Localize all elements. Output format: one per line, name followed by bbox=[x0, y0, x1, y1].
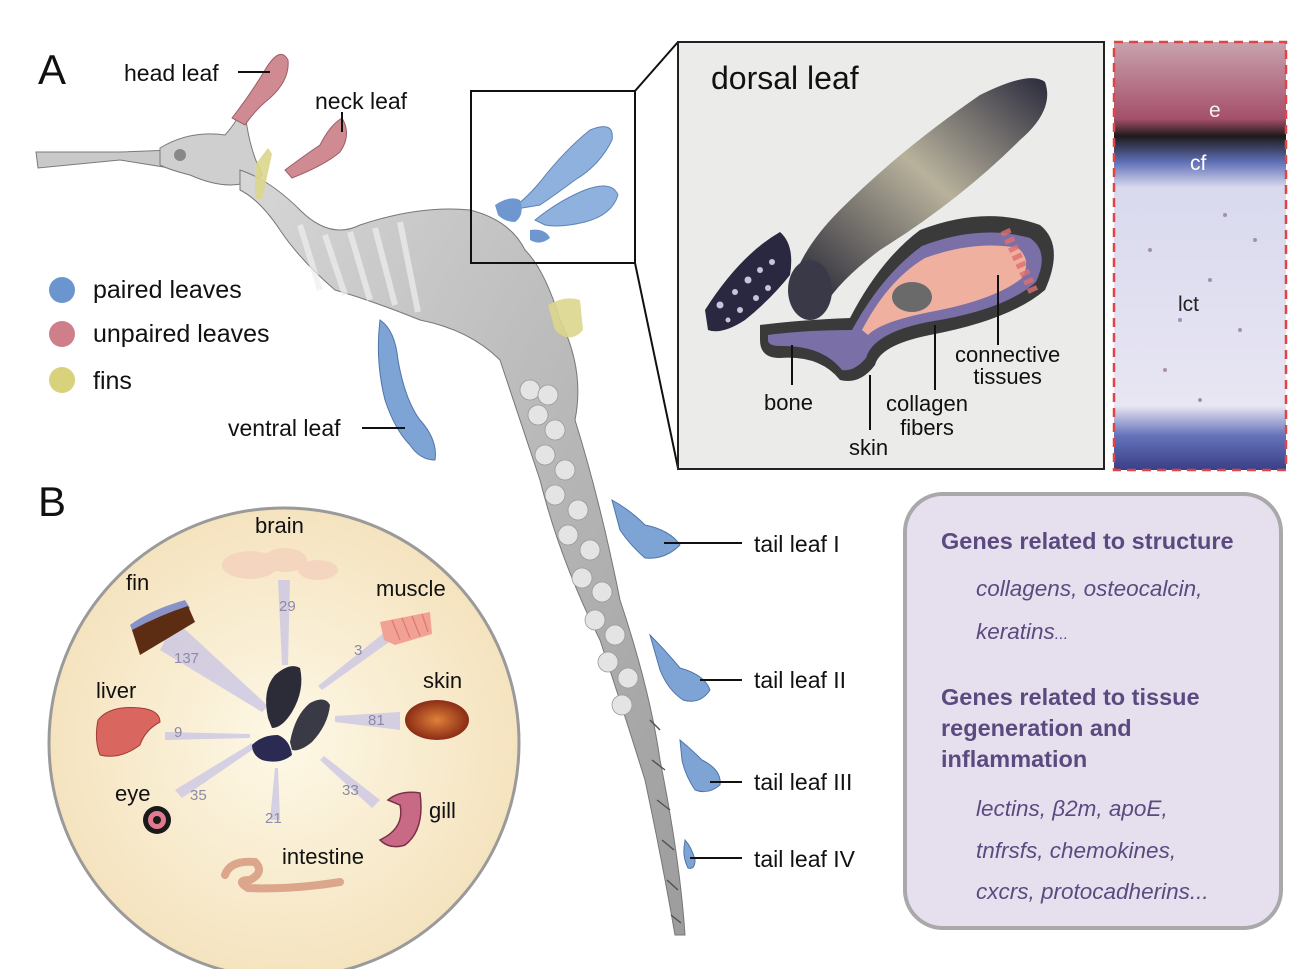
head-leaf-label: head leaf bbox=[124, 60, 219, 86]
legend-dots bbox=[49, 277, 75, 393]
legend-unpaired-leaves: unpaired leaves bbox=[93, 320, 270, 348]
muscle-label: muscle bbox=[376, 576, 446, 601]
skin-count: 81 bbox=[368, 712, 385, 729]
histology-e-label: e bbox=[1209, 99, 1221, 122]
bone-label: bone bbox=[764, 390, 813, 415]
connector-beams bbox=[160, 580, 400, 820]
histology-lct-label: lct bbox=[1178, 293, 1199, 316]
fin-count: 137 bbox=[174, 650, 200, 667]
gill-count: 33 bbox=[342, 782, 359, 799]
eye-count: 35 bbox=[190, 787, 207, 804]
structure-genes-line2: keratins... bbox=[976, 619, 1068, 645]
neck-leaf-label: neck leaf bbox=[315, 88, 408, 114]
collagen-word: collagen bbox=[886, 391, 968, 416]
liver-count: 9 bbox=[174, 724, 183, 741]
eye-drawing bbox=[143, 806, 171, 834]
muscle-drawing bbox=[380, 612, 432, 645]
dorsal-leaf-drawing bbox=[495, 126, 619, 243]
regen-genes-line1: lectins, β2m, apoE, bbox=[976, 796, 1168, 821]
tail-leaf-4-label: tail leaf IV bbox=[754, 846, 855, 872]
tail-leaf-2-label: tail leaf II bbox=[754, 667, 847, 693]
gill-drawing bbox=[378, 791, 422, 848]
brain-drawing bbox=[222, 548, 338, 580]
brain-label: brain bbox=[255, 513, 304, 538]
tissues-word: tissues bbox=[973, 364, 1042, 389]
skin-organ-label: skin bbox=[423, 668, 463, 693]
fin-label: fin bbox=[126, 570, 150, 595]
skin-drawing bbox=[405, 700, 469, 740]
tail-leaf-3-label: tail leaf III bbox=[754, 769, 853, 795]
regen-genes-title-1: Genes related to tissue bbox=[941, 684, 1200, 710]
ventral-leaf-label: ventral leaf bbox=[228, 415, 341, 441]
legend-paired-leaves: paired leaves bbox=[93, 276, 242, 304]
gene-summary-box bbox=[903, 492, 1283, 930]
liver-drawing bbox=[95, 707, 161, 757]
regen-genes-line3: cxcrs, protocadherins... bbox=[976, 879, 1209, 904]
regen-genes-line2: tnfrsfs, chemokines, bbox=[976, 838, 1177, 863]
eye-label: eye bbox=[115, 781, 151, 806]
seadragon-illustration bbox=[35, 53, 721, 936]
regen-genes-title-3: inflammation bbox=[941, 746, 1088, 772]
intestine-drawing bbox=[221, 857, 344, 893]
gill-label: gill bbox=[429, 798, 456, 823]
central-leaf-icon bbox=[252, 666, 330, 762]
panel-b-letter: B bbox=[38, 478, 67, 525]
fibers-word: fibers bbox=[900, 415, 954, 440]
muscle-count: 3 bbox=[354, 642, 363, 659]
histology-cf-label: cf bbox=[1190, 152, 1207, 175]
inset-leader-lines bbox=[791, 275, 999, 430]
legend-fins: fins bbox=[93, 367, 132, 395]
intestine-count: 21 bbox=[265, 810, 282, 827]
inset-selection-box bbox=[470, 90, 636, 264]
structure-genes-title: Genes related to structure bbox=[941, 528, 1234, 554]
keratins-ellipsis: ... bbox=[1054, 626, 1069, 643]
dorsal-leaf-schematic bbox=[705, 78, 1054, 381]
skin-label: skin bbox=[849, 435, 889, 460]
liver-label: liver bbox=[96, 678, 137, 703]
tail-leaf-1-label: tail leaf I bbox=[754, 531, 840, 557]
connective-word: connective bbox=[955, 342, 1061, 367]
regen-genes-title-2: regeneration and bbox=[941, 715, 1132, 741]
dorsal-leaf-title: dorsal leaf bbox=[711, 60, 859, 96]
panel-a-letter: A bbox=[38, 46, 67, 93]
structure-genes-line1: collagens, osteocalcin, bbox=[976, 576, 1203, 601]
intestine-label: intestine bbox=[282, 844, 364, 869]
keratins-text: keratins bbox=[976, 619, 1055, 644]
brain-count: 29 bbox=[279, 598, 296, 615]
leader-lines bbox=[238, 71, 742, 859]
histology-image bbox=[1114, 42, 1286, 470]
fin-drawing bbox=[130, 600, 195, 655]
